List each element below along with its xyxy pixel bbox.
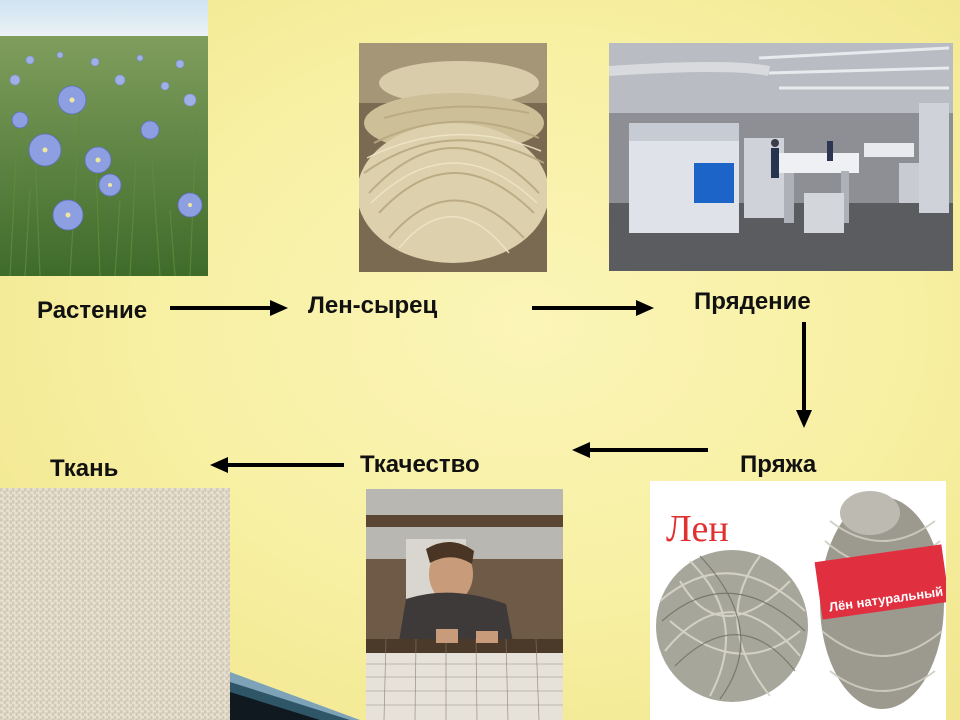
linen-yarn-photo: Лён натуральный Лен <box>650 481 946 720</box>
step-spinning-label: Прядение <box>694 288 811 315</box>
step-weaving-label: Ткачество <box>360 451 480 478</box>
arrow-weaving-to-fabric <box>210 457 344 473</box>
arrow-plant-to-raw <box>170 300 288 316</box>
weaving-photo <box>366 489 563 720</box>
raw-flax-photo <box>359 43 547 272</box>
arrow-raw-to-spinning <box>532 300 654 316</box>
yarn-photo-caption: Лен <box>666 508 729 550</box>
spinning-factory-photo <box>609 43 953 271</box>
arrow-yarn-to-weaving <box>572 442 708 458</box>
step-raw-flax-label: Лен-сырец <box>308 292 438 319</box>
decorative-corner-strip <box>230 672 360 720</box>
step-fabric-label: Ткань <box>50 455 119 482</box>
arrow-spinning-to-yarn <box>796 322 812 428</box>
flax-field-photo <box>0 0 208 276</box>
step-plant-label: Растение <box>37 297 148 324</box>
yarn-illustration: Лён натуральный Лен <box>650 481 946 720</box>
step-yarn-label: Пряжа <box>740 451 817 478</box>
linen-fabric-photo <box>0 488 230 720</box>
